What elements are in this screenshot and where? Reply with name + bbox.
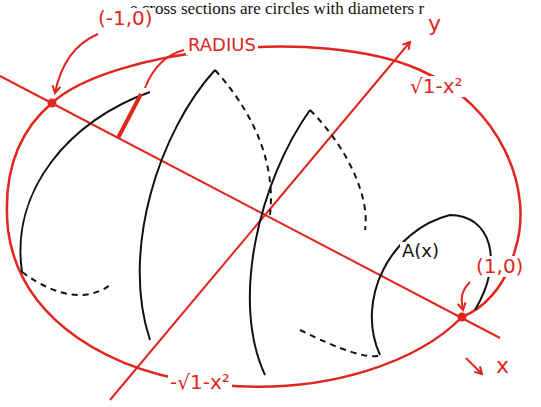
point-label: (1,0) — [474, 256, 525, 277]
point-dot — [458, 313, 467, 322]
point-leader — [55, 34, 98, 93]
bound-label: -√1-x² — [168, 372, 232, 393]
axis-label: x — [494, 354, 511, 377]
point-dot — [48, 99, 57, 108]
radius-segment — [118, 94, 141, 138]
bound-label: √1-x² — [408, 76, 465, 97]
y-axis — [110, 42, 410, 400]
axis-label: y — [426, 12, 443, 35]
area-label: A(x) — [400, 242, 441, 261]
point-leader — [462, 282, 470, 310]
x-arrow — [466, 358, 482, 374]
radius-label: RADIUS — [186, 36, 258, 55]
point-label: (-1,0) — [96, 8, 155, 29]
cross-sections — [20, 70, 490, 375]
radius-leader — [145, 50, 184, 88]
caption-fragment: e cross sections are circles with diamet… — [128, 0, 426, 18]
